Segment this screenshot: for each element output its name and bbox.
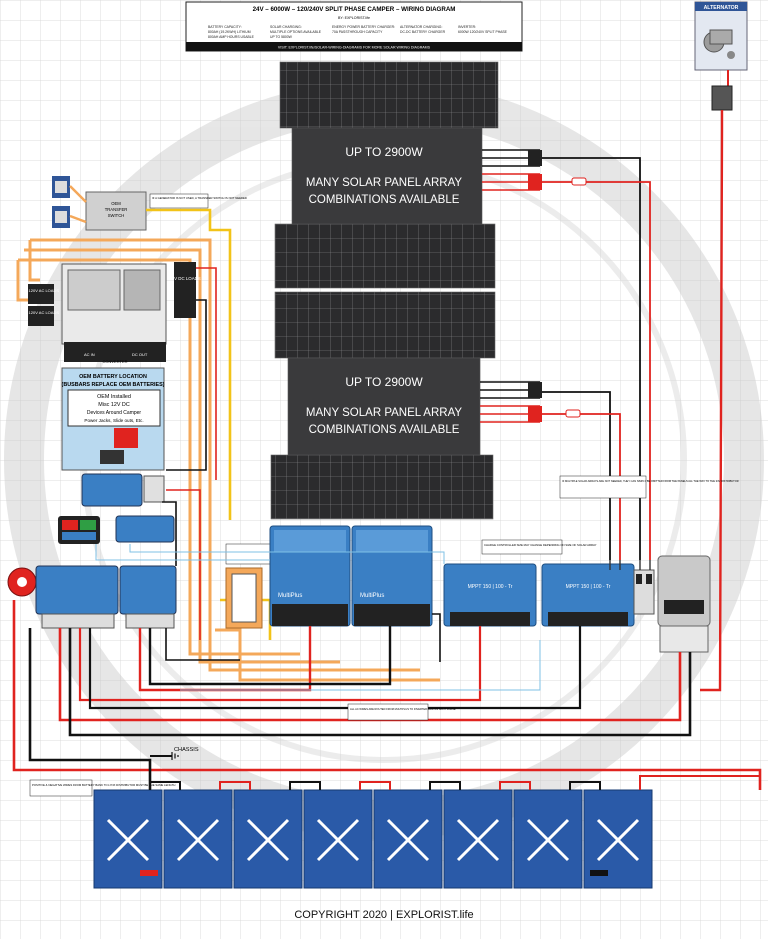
header-col1-0: BATTERY CAPACITY: — [208, 25, 242, 29]
battery-3 — [233, 789, 303, 889]
copyright-text: COPYRIGHT 2020 | EXPLORIST.life — [294, 909, 473, 921]
header-col1-2: 800AH AMP HOURS USABLE — [208, 35, 255, 39]
dc-dc-charger — [81, 473, 165, 507]
oem-battery-title-1: OEM BATTERY LOCATION — [79, 374, 147, 380]
header-col2-2: UP TO 5800W — [270, 35, 293, 39]
battery-2 — [163, 789, 233, 889]
svg-text:POSITIVE & NEGATIVE WIRES FROM: POSITIVE & NEGATIVE WIRES FROM BATTERY B… — [32, 783, 175, 787]
orion-dc-dc-charger — [657, 555, 711, 653]
l2-loads-label: L2 120V AC LOADS — [23, 310, 59, 315]
header-col2-1: MULTIPLE OPTIONS AVAILABLE — [270, 30, 322, 34]
header-col3-0: ENERGY POWER BATTERY CHARGER: — [332, 25, 395, 29]
dc-loads-label: 12V DC LOADS — [169, 276, 201, 281]
battery-disconnect-switch[interactable] — [7, 567, 37, 597]
header-col3-1: 70A PASSTHROUGH CAPACITY — [332, 30, 383, 34]
battery-7 — [513, 789, 583, 889]
mppt-controller-2[interactable]: MPPT 150 | 100 - Tr — [541, 563, 635, 627]
solar-bottom-sub2: COMBINATIONS AVAILABLE — [309, 424, 460, 436]
solar-top-sub2: COMBINATIONS AVAILABLE — [309, 194, 460, 206]
chassis-label: CHASSIS — [174, 747, 199, 753]
battery-bank — [93, 789, 653, 889]
battery-5 — [373, 789, 443, 889]
battery-note: POSITIVE & NEGATIVE WIRES FROM BATTERY B… — [29, 779, 175, 797]
header-col1-1: 800AH (19.2KWH) LITHIUM — [208, 30, 251, 34]
ac-breaker-box — [225, 567, 263, 629]
battery-6 — [443, 789, 513, 889]
header-col2-0: SOLAR CHARGING: — [270, 25, 302, 29]
dc-main-wiring — [12, 267, 762, 790]
converter-dc-out: DC OUT — [132, 352, 148, 357]
oem-devices-1: OEM Installed — [97, 394, 131, 400]
oem-devices-3: Devices Around Camper — [87, 410, 142, 416]
solar-array-bottom: UP TO 2900W MANY SOLAR PANEL ARRAY COMBI… — [270, 291, 496, 520]
converter-ac-in: AC IN — [84, 352, 95, 357]
multiplus-note — [225, 543, 271, 565]
oem-battery-title-2: (BUSBARS REPLACE OEM BATTERIES) — [62, 382, 165, 388]
solar-top-sub1: MANY SOLAR PANEL ARRAY — [306, 177, 462, 189]
multiplus-1-label: MultiPlus — [278, 593, 302, 599]
header-footer-note: VISIT: EXPLORIST.life/SOLAR-WIRING-DIAGR… — [278, 46, 431, 50]
solar-top-label: UP TO 2900W — [345, 145, 423, 159]
shore-power-outlets — [52, 176, 70, 228]
dc-loads-block: 12V DC LOADS — [169, 262, 201, 318]
oem-transfer-label-3: SWITCH — [108, 213, 125, 218]
battery-interconnects — [149, 775, 760, 790]
header-col4-1: DC-DC BATTERY CHARGER — [400, 30, 446, 34]
generator-note: IF A GENERATOR IS NOT USED, A TRANSFER S… — [149, 193, 247, 209]
solar-array-top: UP TO 2900W MANY SOLAR PANEL ARRAY COMBI… — [274, 61, 499, 289]
battery-8 — [583, 789, 653, 889]
oem-devices-4: Power Jacks, Slide outs, Etc. — [84, 418, 143, 423]
svg-text:IF A GENERATOR IS NOT USED, A: IF A GENERATOR IS NOT USED, A TRANSFER S… — [152, 196, 247, 200]
oem-battery-location: OEM BATTERY LOCATION (BUSBARS REPLACE OE… — [61, 367, 165, 471]
ac-wiring — [16, 185, 440, 682]
mppt-2-label: MPPT 150 | 100 - Tr — [566, 584, 611, 590]
svg-text:CHARGE CONTROLLER SIZE MAY CHA: CHARGE CONTROLLER SIZE MAY CHANGE DEPEND… — [484, 543, 597, 547]
header-box: 24V – 6000W – 120/240V SPLIT PHASE CAMPE… — [185, 1, 523, 52]
multiplus-2-label: MultiPlus — [360, 593, 384, 599]
lynx-distributor — [35, 565, 177, 629]
header-col5-1: 6000W 120/240V SPLIT PHASE — [458, 30, 508, 34]
oem-transfer-switch[interactable]: OEM TRANSFER SWITCH — [85, 191, 147, 231]
ac-wires-note: ALL AC WIRES ARE ROUTED FROM MULTIPLUS T… — [347, 703, 456, 721]
multiplus-inverter-2[interactable]: MultiPlus — [351, 525, 433, 627]
solar-bottom-label: UP TO 2900W — [345, 375, 423, 389]
mppt-1-label: MPPT 150 | 100 - Tr — [468, 584, 513, 590]
battery-monitor-display — [58, 516, 100, 544]
converter-label: CONVERTER — [102, 359, 127, 364]
converter-panel[interactable]: AC IN DC OUT CONVERTER — [61, 263, 167, 364]
charge-controller-note: CHARGE CONTROLLER SIZE MAY CHANGE DEPEND… — [481, 539, 597, 555]
oem-transfer-label-2: TRANSFER — [105, 207, 128, 212]
svg-text:ALL AC WIRES ARE ROUTED FROM M: ALL AC WIRES ARE ROUTED FROM MULTIPLUS T… — [350, 707, 456, 711]
battery-4 — [303, 789, 373, 889]
communication-wiring — [95, 544, 541, 691]
l1-loads-label: L1 120V AC LOADS — [23, 288, 59, 293]
svg-text:IF MULTIPLE SOLAR ARRAYS ARE N: IF MULTIPLE SOLAR ARRAYS ARE NOT NEEDED,… — [562, 479, 739, 483]
oem-devices-2: Misc 12V DC — [98, 402, 130, 408]
chassis-ground: CHASSIS — [150, 747, 199, 760]
solar-bottom-sub1: MANY SOLAR PANEL ARRAY — [306, 407, 462, 419]
multiplus-inverter-1[interactable]: MultiPlus — [269, 525, 351, 627]
lynx-shunt-small — [115, 515, 175, 543]
alternator[interactable]: ALTERNATOR — [694, 1, 748, 71]
header-by: BY: EXPLORIST.life — [338, 16, 370, 20]
solar-combiner-connectors — [528, 150, 587, 422]
battery-1 — [93, 789, 163, 889]
mppt-controller-1[interactable]: MPPT 150 | 100 - Tr — [443, 563, 537, 627]
multi-array-note: IF MULTIPLE SOLAR ARRAYS ARE NOT NEEDED,… — [559, 475, 739, 499]
solar-breakers — [633, 569, 655, 615]
alternator-wiring — [700, 70, 733, 692]
header-title: 24V – 6000W – 120/240V SPLIT PHASE CAMPE… — [253, 6, 456, 13]
ac-loads-panel: L1 120V AC LOADS L2 120V AC LOADS — [23, 284, 59, 326]
header-col5-0: INVERTER: — [458, 25, 476, 29]
alternator-label: ALTERNATOR — [704, 5, 739, 11]
oem-transfer-label-1: OEM — [111, 201, 121, 206]
header-col4-0: ALTERNATOR CHARGING: — [400, 25, 442, 29]
